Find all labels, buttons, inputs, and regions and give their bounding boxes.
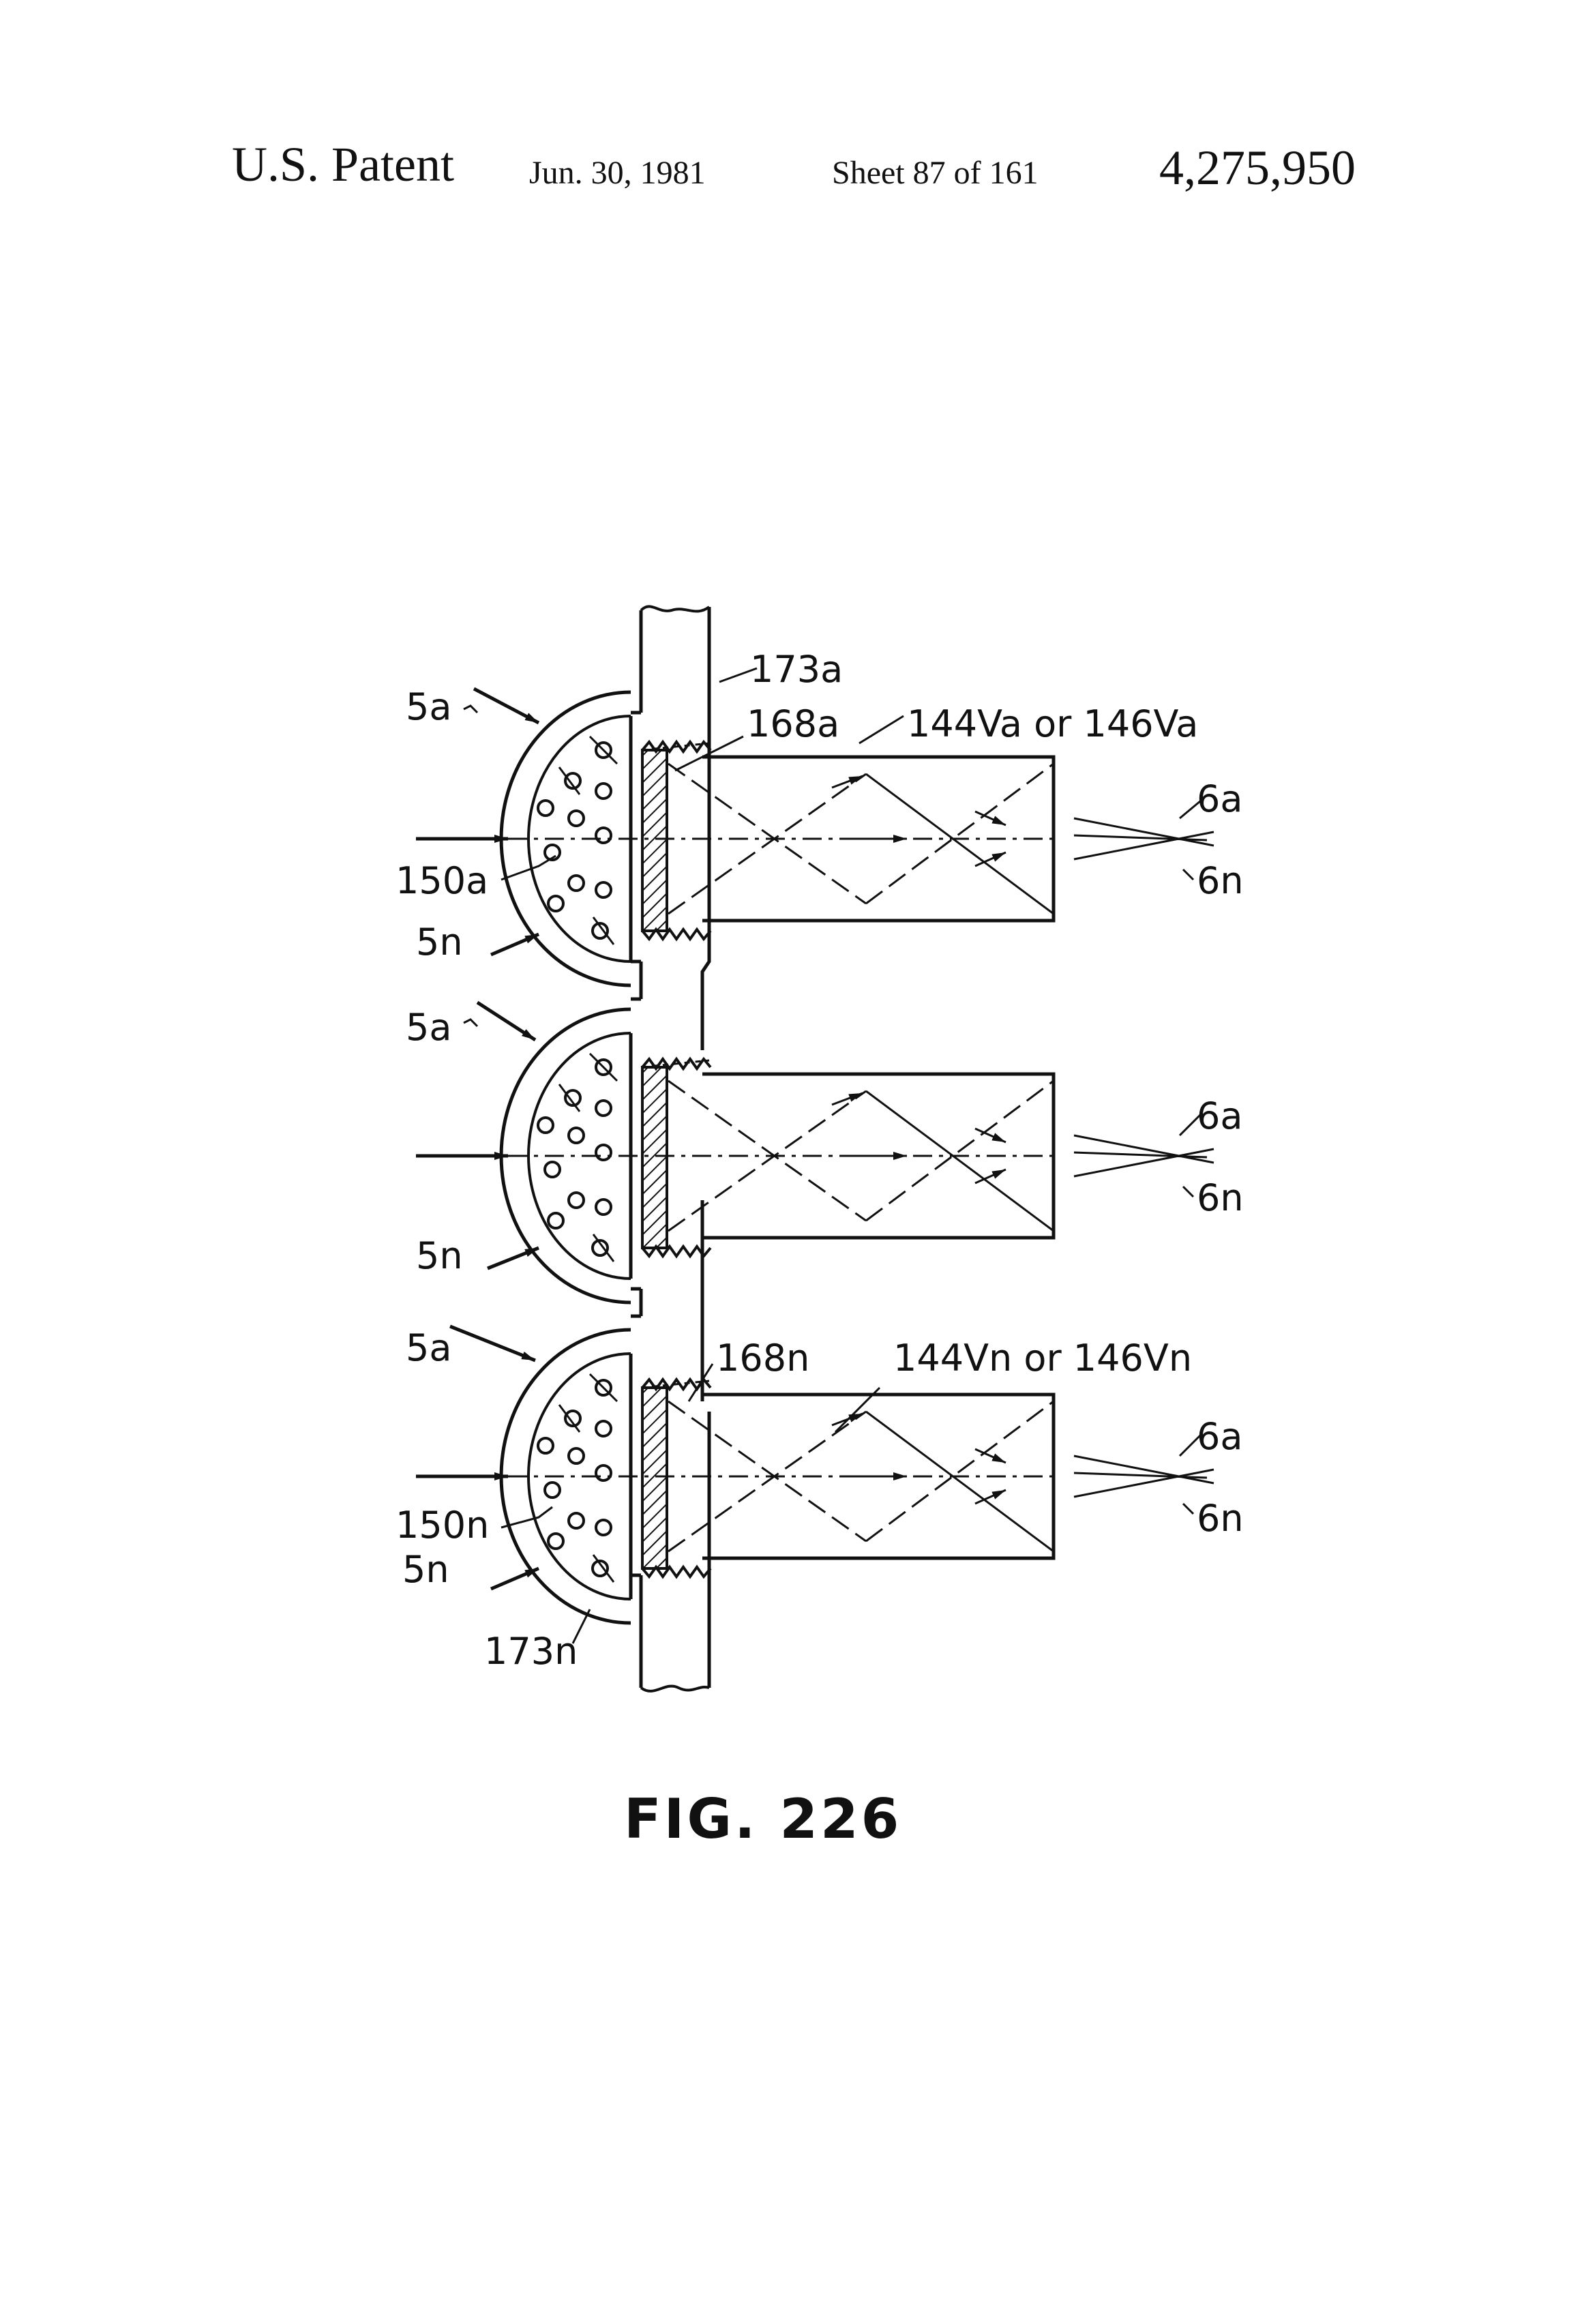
label-6n-mid: 6n	[1197, 1176, 1244, 1219]
label-144vn: 144Vn or 146Vn	[893, 1337, 1192, 1380]
label-5a-mid: 5a	[406, 1006, 451, 1049]
label-5n-mid: 5n	[416, 1234, 463, 1277]
label-168n: 168n	[716, 1337, 809, 1380]
label-144va: 144Va or 146Va	[907, 702, 1198, 745]
label-168a: 168a	[747, 702, 839, 745]
label-173a: 173a	[750, 648, 843, 691]
label-150n: 150n	[395, 1504, 489, 1547]
label-6n-bottom: 6n	[1197, 1497, 1244, 1540]
label-150a: 150a	[395, 859, 488, 902]
label-6a-mid: 6a	[1197, 1094, 1242, 1137]
label-5a-top: 5a	[406, 685, 451, 728]
label-5n-bottom: 5n	[402, 1548, 449, 1591]
label-6a-bottom: 6a	[1197, 1415, 1242, 1458]
label-5a-bottom: 5a	[406, 1326, 451, 1369]
label-173n: 173n	[484, 1630, 578, 1673]
label-6a-top: 6a	[1197, 777, 1242, 820]
label-5n-top: 5n	[416, 921, 463, 964]
figure-caption: FIG. 226	[624, 1787, 901, 1851]
label-6n-top: 6n	[1197, 859, 1244, 902]
